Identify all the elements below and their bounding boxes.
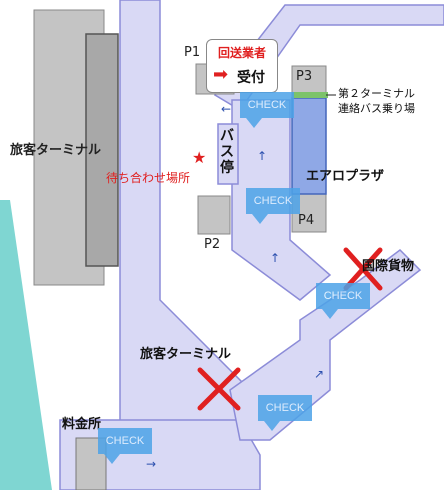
delivery-reception: 受付	[237, 70, 265, 86]
terminal-building-label: 旅客ターミナル	[10, 143, 102, 158]
arrow-up-icon: ↑	[270, 251, 280, 265]
arrow-right-icon: →	[146, 457, 156, 471]
bus-bay	[292, 92, 328, 98]
star-icon: ★	[192, 148, 206, 167]
cross-icon	[197, 367, 241, 411]
p3-label: P3	[296, 69, 313, 84]
t2-bus-label-line2: 連絡バス乗り場	[338, 102, 415, 115]
p2-lot	[197, 195, 231, 235]
delivery-title: 回送業者	[217, 46, 266, 60]
bus-stop-lane	[217, 123, 239, 185]
p4-label: P4	[298, 213, 315, 228]
arrow-up-icon: ↗	[314, 367, 324, 381]
meeting-point-label: 待ち合わせ場所	[106, 171, 191, 185]
check-badge: CHECK	[98, 428, 152, 464]
p1-label: P1	[184, 45, 201, 60]
check-badge: CHECK	[240, 92, 294, 128]
terminal-building-wing	[85, 33, 119, 267]
tollgate-label: 料金所	[62, 417, 102, 432]
t2-bus-label: 第２ターミナル	[338, 87, 415, 100]
delivery-reception-callout: 回送業者 ➡ 受付	[206, 39, 278, 93]
aeroplaza-label: エアロプラザ	[306, 169, 385, 184]
check-badge: CHECK	[316, 283, 370, 319]
check-badge: CHECK	[246, 188, 300, 224]
sea-area	[0, 200, 52, 490]
bus-stop-label: バス停	[220, 128, 234, 176]
p2-label: P2	[204, 237, 221, 252]
terminal-road-label: 旅客ターミナル	[140, 347, 232, 362]
cargo-label: 国際貨物	[362, 259, 415, 274]
aeroplaza-building	[291, 97, 327, 195]
direction-arrows: ← ↑ ↑ ↗ →	[146, 102, 324, 471]
road-right-loop	[229, 249, 422, 441]
check-badge: CHECK	[258, 395, 312, 431]
cross-icon	[343, 247, 383, 291]
arrow-up-icon: ↑	[257, 149, 267, 163]
callout-arrow-icon: ➡	[213, 64, 229, 85]
arrow-left-icon: ←	[221, 102, 231, 116]
